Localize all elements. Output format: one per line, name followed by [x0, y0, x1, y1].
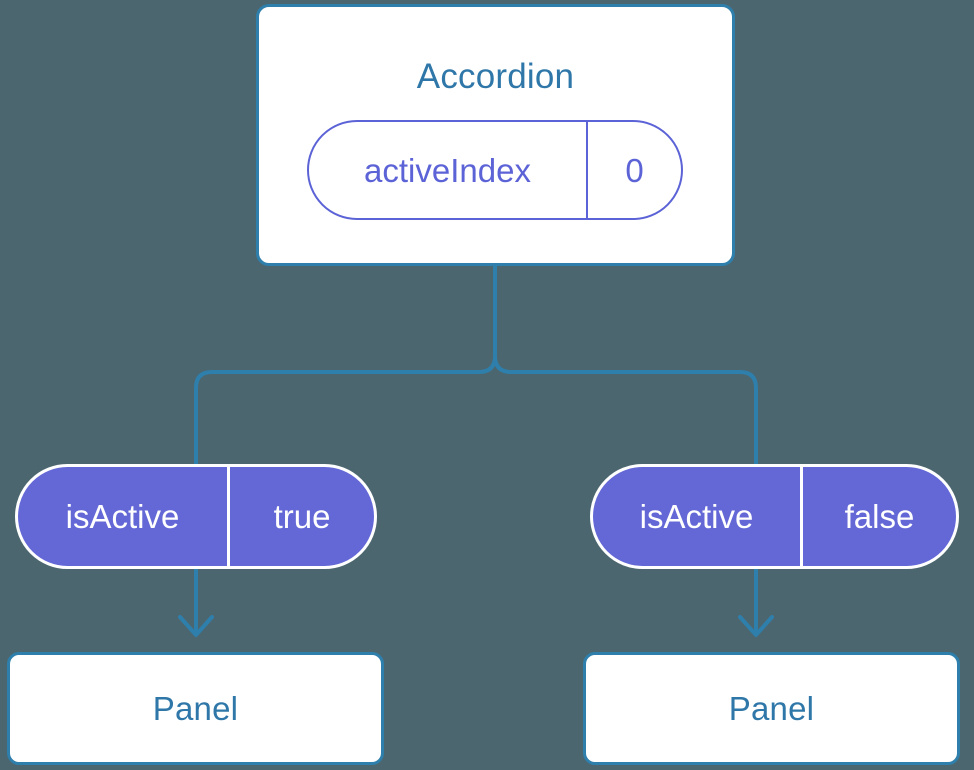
accordion-title: Accordion: [416, 57, 575, 96]
prop-pill-is-active-true[interactable]: isActive true: [15, 464, 377, 569]
panel-node-left[interactable]: Panel: [7, 652, 384, 765]
state-pill-active-index[interactable]: activeIndex 0: [307, 120, 683, 220]
arrow-left-head: [178, 615, 214, 637]
tree-connector-path: [194, 264, 497, 466]
panel-title: Panel: [152, 690, 239, 727]
state-pill-key: activeIndex: [309, 122, 588, 218]
prop-pill-is-active-false[interactable]: isActive false: [590, 464, 959, 569]
state-pill-value: 0: [625, 151, 644, 189]
prop-pill-value: true: [273, 498, 331, 535]
panel-node-right[interactable]: Panel: [583, 652, 960, 765]
panel-title: Panel: [728, 690, 815, 727]
prop-pill-key: isActive: [593, 467, 803, 566]
arrow-right-head: [738, 615, 774, 637]
prop-pill-key: isActive: [18, 467, 230, 566]
tree-connector-path-right: [493, 264, 758, 466]
prop-pill-value: false: [844, 498, 915, 535]
